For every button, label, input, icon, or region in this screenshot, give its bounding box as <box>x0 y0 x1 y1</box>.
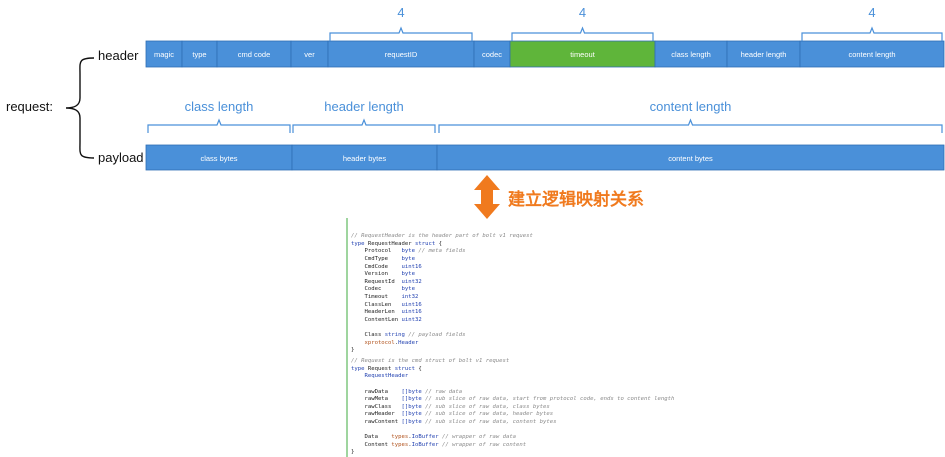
payload-field-label: header bytes <box>343 154 387 163</box>
payload-brace <box>438 118 943 133</box>
header-label: header <box>98 48 139 63</box>
header-field-label: ver <box>304 50 315 59</box>
code-request-line: rawHeader []byte // sub slice of raw dat… <box>351 411 554 418</box>
code-request-header-line: // RequestHeader is the header part of b… <box>351 233 533 240</box>
mapping-label: 建立逻辑映射关系 <box>508 189 644 209</box>
code-request-header-line: Class string // payload fields <box>351 331 466 338</box>
header-brace-label: 4 <box>397 5 404 20</box>
header-braces: 4 4 4 <box>329 5 943 41</box>
double-arrow-icon <box>474 175 500 219</box>
header-brace <box>801 26 943 41</box>
header-brace-label: 4 <box>579 5 586 20</box>
request-label: request: <box>6 99 53 114</box>
code-request-line: rawClass []byte // sub slice of raw data… <box>351 403 550 410</box>
header-brace-label: 4 <box>868 5 875 20</box>
payload-brace-label: header length <box>324 99 404 114</box>
code-request-line: rawContent []byte // sub slice of raw da… <box>351 418 557 425</box>
payload-brace <box>147 118 291 133</box>
code-request-line: type Request struct { <box>351 365 422 372</box>
header-field-ver <box>290 40 329 68</box>
header-field-label: codec <box>482 50 502 59</box>
code-request-header-line: CmdType byte <box>351 255 416 262</box>
code-request-header: // RequestHeader is the header part of b… <box>346 218 666 355</box>
payload-brace-label: class length <box>185 99 254 114</box>
header-field-label: type <box>192 50 206 59</box>
code-request-header-line: Timeout int32 <box>351 293 419 300</box>
code-request-header-line: Protocol byte // meta fields <box>351 248 466 255</box>
header-field-timeout <box>509 40 656 68</box>
header-field-label: content length <box>848 50 895 59</box>
payload-label: payload <box>98 150 144 165</box>
code-request-header-line: Codec byte <box>351 286 416 293</box>
request-brace <box>65 57 95 159</box>
code-request-header-line: HeaderLen uint16 <box>351 309 422 316</box>
payload-row: class bytes header bytes content bytes <box>145 144 945 171</box>
code-request-header-line: ContentLen uint32 <box>351 316 422 323</box>
header-field-label: cmd code <box>238 50 271 59</box>
header-field-label: header length <box>741 50 787 59</box>
code-request-line: Data types.IoBuffer // wrapper of raw da… <box>351 434 517 441</box>
header-row: magic type cmd code ver requestID codec timeou… <box>145 40 945 68</box>
header-brace <box>511 26 654 41</box>
header-field-label: class length <box>671 50 711 59</box>
code-request-line: RequestHeader <box>351 373 409 380</box>
code-request-header-line: RequestId uint32 <box>351 278 422 285</box>
payload-brace-label: content length <box>650 99 732 114</box>
code-request-line: rawData []byte // raw data <box>351 388 463 395</box>
payload-field-label: content bytes <box>668 154 713 163</box>
protocol-diagram: request: header payload magic type cmd cod… <box>6 5 945 219</box>
code-request-line: // Request is the cmd struct of bolt v1 … <box>351 358 510 365</box>
code-request-header-line: } <box>351 347 355 354</box>
header-field-type <box>181 40 218 68</box>
payload-field-header-bytes <box>291 144 438 171</box>
header-field-requestid <box>327 40 475 68</box>
header-brace <box>329 26 473 41</box>
header-field-cmd-code <box>216 40 292 68</box>
code-request-line <box>346 381 666 389</box>
code-request-header-line: CmdCode uint16 <box>351 263 422 270</box>
code-request-header-line: ClassLen uint16 <box>351 301 422 308</box>
code-request-line: Content types.IoBuffer // wrapper of raw… <box>351 441 527 448</box>
header-field-codec <box>473 40 511 68</box>
header-field-magic <box>145 40 183 68</box>
header-field-content-length <box>799 40 945 68</box>
code-request-header-line: type RequestHeader struct { <box>351 240 442 247</box>
code-request-line <box>346 427 666 435</box>
payload-brace <box>292 118 436 133</box>
payload-field-content-bytes <box>436 144 945 171</box>
header-field-label: timeout <box>570 50 596 59</box>
code-request: // Request is the cmd struct of bolt v1 … <box>346 343 675 457</box>
code-request-line: } <box>351 449 355 456</box>
code-request-header-line: xprotocol.Header <box>351 339 419 346</box>
code-request-header-line <box>346 324 666 332</box>
code-request-line: rawMeta []byte // sub slice of raw data,… <box>351 396 675 403</box>
header-field-class-length <box>654 40 728 68</box>
header-field-label: magic <box>154 50 174 59</box>
code-request-header-line: Version byte <box>351 271 416 278</box>
header-field-label: requestID <box>385 50 418 59</box>
payload-braces: class length header length content length <box>147 99 943 133</box>
payload-field-label: class bytes <box>200 154 237 163</box>
